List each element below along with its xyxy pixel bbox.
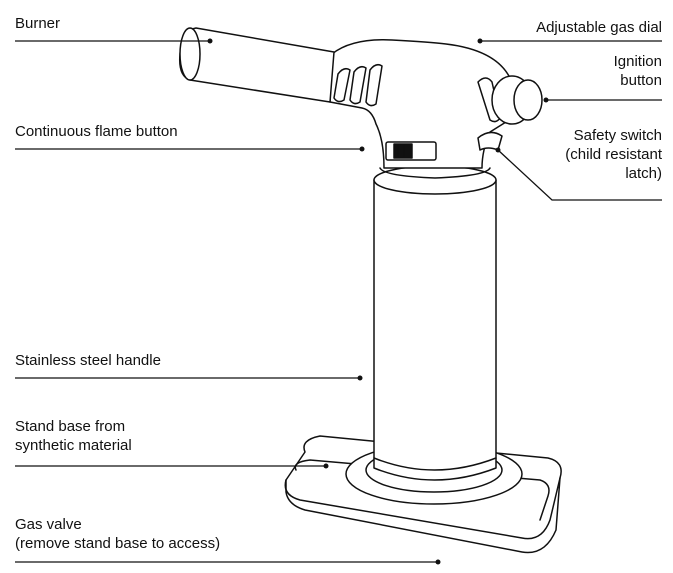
label-stand-base-line-2: synthetic material bbox=[15, 437, 132, 454]
label-safety-line-2: (child resistant bbox=[565, 146, 662, 163]
label-continuous-flame-text: Continuous flame button bbox=[15, 123, 178, 140]
label-ignition-button: Ignition button bbox=[614, 52, 662, 90]
leader-safety-switch bbox=[497, 149, 662, 201]
leader-dots bbox=[207, 38, 549, 565]
label-safety-line-1: Safety switch bbox=[573, 127, 662, 144]
torch-head bbox=[329, 39, 515, 179]
label-stand-base: Stand base from synthetic material bbox=[15, 417, 132, 455]
gas-canister bbox=[373, 165, 497, 481]
label-gas-valve-line-1: Gas valve bbox=[15, 516, 82, 533]
label-stainless-steel-handle: Stainless steel handle bbox=[15, 351, 161, 370]
label-safety-switch: Safety switch (child resistant latch) bbox=[565, 126, 662, 183]
safety-latch bbox=[477, 131, 503, 151]
leader-lines bbox=[15, 40, 662, 563]
label-stainless-handle-text: Stainless steel handle bbox=[15, 352, 161, 369]
label-adjustable-gas-dial: Adjustable gas dial bbox=[536, 18, 662, 37]
label-safety-line-3: latch) bbox=[625, 165, 662, 182]
label-gas-valve: Gas valve (remove stand base to access) bbox=[15, 515, 220, 553]
label-continuous-flame-button: Continuous flame button bbox=[15, 122, 178, 141]
label-burner-text: Burner bbox=[15, 15, 61, 32]
label-gas-dial-text: Adjustable gas dial bbox=[536, 19, 662, 36]
label-stand-base-line-1: Stand base from bbox=[15, 418, 126, 435]
ignition-knob bbox=[491, 75, 543, 125]
label-gas-valve-line-2: (remove stand base to access) bbox=[15, 535, 221, 552]
burner-tube bbox=[178, 27, 335, 103]
label-ignition-line-1: Ignition bbox=[613, 53, 662, 70]
continuous-flame-slider bbox=[385, 141, 437, 161]
label-ignition-line-2: button bbox=[620, 72, 662, 89]
label-burner: Burner bbox=[15, 14, 60, 33]
